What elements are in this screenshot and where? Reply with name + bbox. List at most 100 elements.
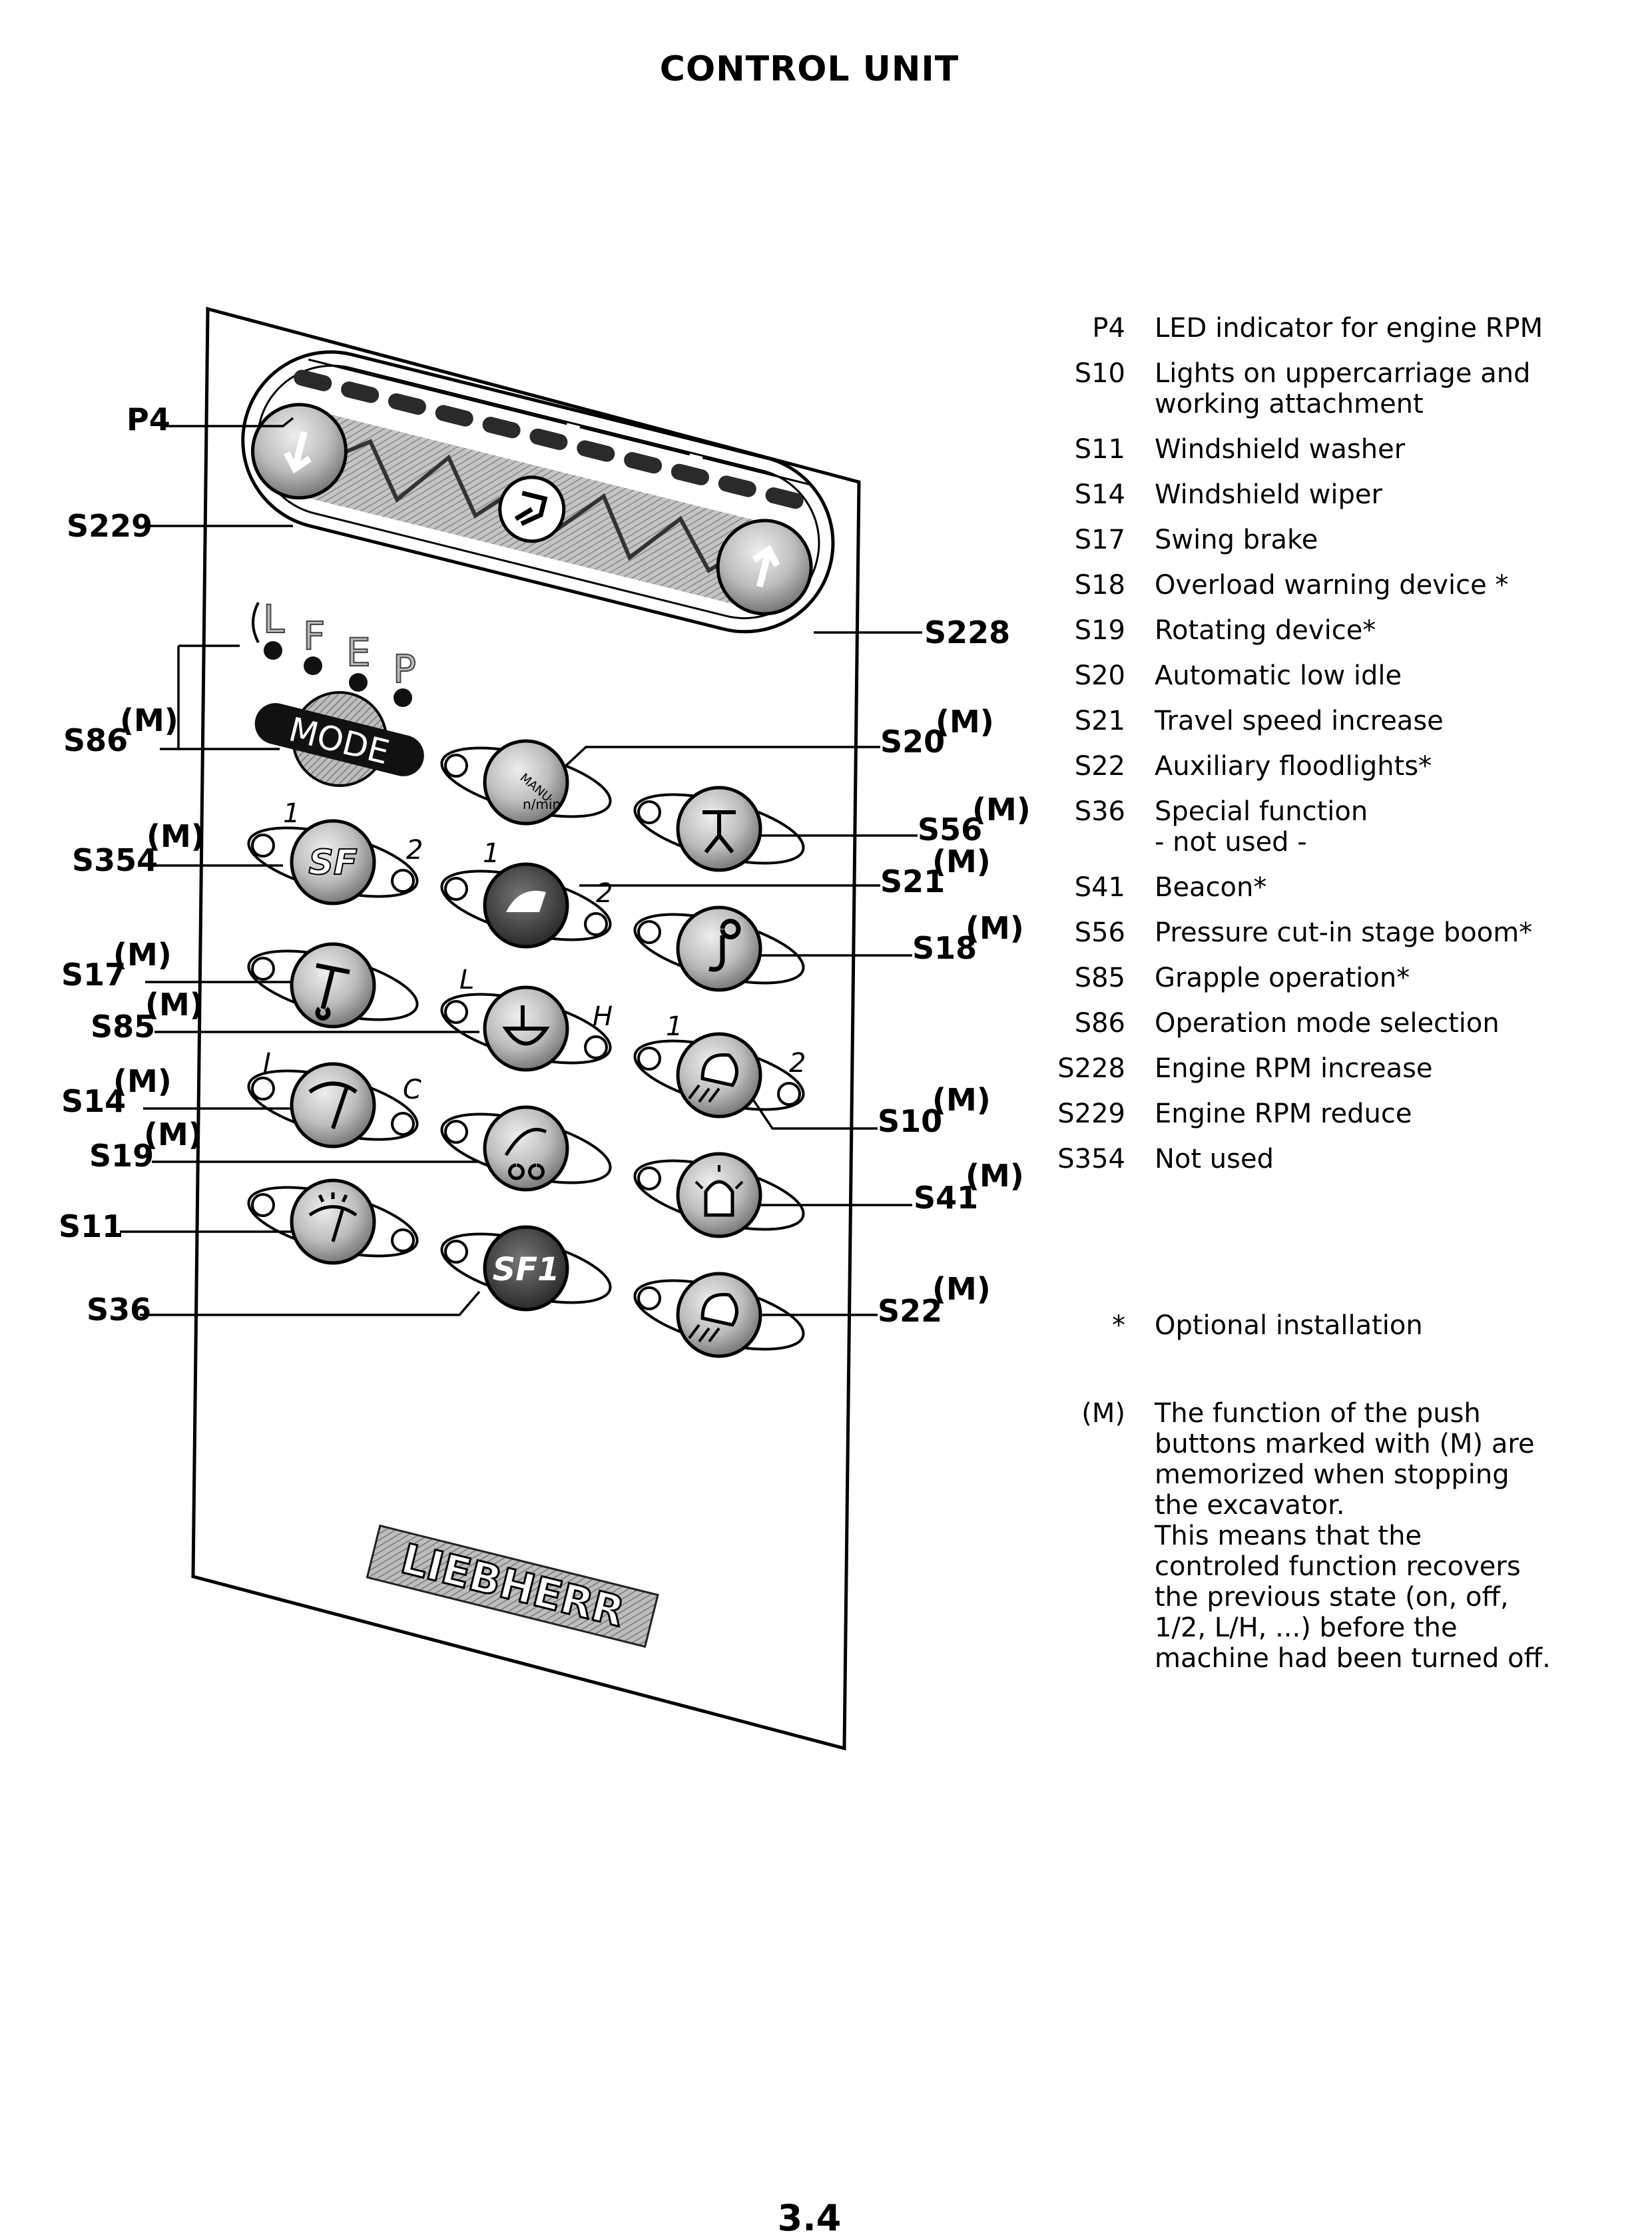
legend-desc: Special function bbox=[1155, 796, 1368, 827]
svg-text:2: 2 bbox=[596, 878, 613, 909]
button-floodlights bbox=[633, 1272, 805, 1358]
button-beacon bbox=[633, 1152, 805, 1238]
button-pressure-cut-in bbox=[633, 786, 805, 872]
callout-s19: S19 bbox=[89, 1138, 154, 1174]
callout-s86: S86 bbox=[63, 722, 128, 758]
button-work-lights: 1 2 bbox=[633, 1011, 806, 1119]
callout-s21-memo: (M) bbox=[932, 844, 991, 879]
legend-code: S20 bbox=[1074, 660, 1125, 691]
callout-s20: S20 bbox=[880, 724, 945, 760]
callout-s354: S354 bbox=[72, 842, 158, 878]
callout-s354-memo: (M) bbox=[146, 818, 205, 854]
button-windshield-wiper: I C bbox=[247, 1048, 421, 1148]
callout-s20-memo: (M) bbox=[936, 704, 994, 740]
engine-rpm-icon bbox=[498, 475, 566, 543]
svg-text:C: C bbox=[403, 1075, 421, 1105]
button-rotating-device bbox=[440, 1105, 612, 1192]
legend-desc: Travel speed increase bbox=[1155, 706, 1444, 736]
callout-s21: S21 bbox=[880, 864, 945, 899]
callout-s85-memo: (M) bbox=[145, 987, 204, 1023]
legend-code: S228 bbox=[1057, 1053, 1125, 1084]
callout-s18: S18 bbox=[912, 930, 977, 966]
legend-code: S10 bbox=[1074, 358, 1125, 389]
legend-row: S22 Auxiliary floodlights* bbox=[1025, 751, 1558, 782]
led-display bbox=[241, 350, 835, 634]
note-optional-symbol: * bbox=[1112, 1310, 1125, 1341]
legend-code: S354 bbox=[1057, 1144, 1125, 1174]
button-overload-warning bbox=[633, 905, 805, 992]
callout-s18-memo: (M) bbox=[965, 910, 1024, 946]
callout-s229: S229 bbox=[67, 508, 152, 544]
page-number: 3.4 bbox=[777, 2197, 842, 2239]
legend-code: S41 bbox=[1074, 872, 1125, 903]
legend-desc: Not used bbox=[1155, 1144, 1274, 1174]
callout-s14-memo: (M) bbox=[113, 1063, 172, 1099]
callout-s17: S17 bbox=[61, 957, 126, 993]
legend-desc: Windshield washer bbox=[1155, 434, 1406, 465]
legend-desc: Engine RPM reduce bbox=[1155, 1099, 1412, 1129]
legend-row: S10 Lights on uppercarriage and working a… bbox=[1025, 358, 1558, 419]
callout-s22: S22 bbox=[878, 1293, 942, 1329]
legend-desc: Auxiliary floodlights* bbox=[1155, 751, 1432, 782]
mode-letter-p: P bbox=[393, 646, 416, 692]
legend-row: S86 Operation mode selection bbox=[1025, 1008, 1558, 1039]
page-title: CONTROL UNIT bbox=[659, 49, 960, 89]
legend-code: S22 bbox=[1074, 751, 1125, 782]
rpm-increase-button bbox=[716, 519, 813, 616]
legend-code: S17 bbox=[1074, 525, 1125, 555]
callout-s86-memo: (M) bbox=[120, 702, 178, 738]
callout-s41-memo: (M) bbox=[965, 1158, 1024, 1194]
legend-desc-sub: - not used - bbox=[1155, 827, 1307, 858]
svg-text:H: H bbox=[593, 1001, 613, 1032]
mode-letter-e: E bbox=[346, 630, 371, 675]
callout-s56-memo: (M) bbox=[972, 792, 1031, 828]
legend-desc: Swing brake bbox=[1155, 525, 1318, 555]
callout-s56: S56 bbox=[918, 812, 982, 848]
svg-text:2: 2 bbox=[789, 1048, 806, 1079]
legend-desc: Engine RPM increase bbox=[1155, 1053, 1433, 1084]
svg-text:1: 1 bbox=[483, 838, 499, 869]
legend-code: S36 bbox=[1074, 796, 1125, 827]
button-grapple: L H bbox=[440, 965, 613, 1072]
button-travel-speed: 1 2 bbox=[440, 838, 613, 949]
callout-s41: S41 bbox=[914, 1180, 978, 1216]
callout-s228: S228 bbox=[924, 615, 1010, 650]
legend-desc: Operation mode selection bbox=[1155, 1008, 1500, 1039]
svg-text:2: 2 bbox=[406, 835, 423, 866]
callout-s85: S85 bbox=[91, 1009, 155, 1045]
legend-code: S11 bbox=[1074, 434, 1125, 465]
mode-indicators: L F E P bbox=[252, 596, 417, 707]
legend-row: S17 Swing brake bbox=[1025, 525, 1558, 555]
legend-row: S228 Engine RPM increase bbox=[1025, 1053, 1558, 1084]
mode-button: MODE bbox=[254, 691, 424, 787]
svg-text:1: 1 bbox=[283, 798, 300, 829]
button-sf: SF 1 2 bbox=[247, 798, 423, 905]
note-memorized-symbol: (M) bbox=[1081, 1398, 1125, 1429]
legend-desc: Lights on uppercarriage and working atta… bbox=[1155, 358, 1531, 419]
legend-code: S86 bbox=[1074, 1008, 1125, 1039]
svg-text:L: L bbox=[459, 965, 474, 995]
legend-desc: Rotating device* bbox=[1155, 615, 1376, 646]
svg-text:I: I bbox=[263, 1048, 271, 1079]
legend-row: S11 Windshield washer bbox=[1025, 434, 1558, 465]
svg-text:1: 1 bbox=[666, 1011, 683, 1042]
mode-letter-f: F bbox=[303, 613, 325, 658]
callout-s22-memo: (M) bbox=[932, 1271, 991, 1307]
callout-s11: S11 bbox=[59, 1208, 123, 1244]
callout-s10-memo: (M) bbox=[932, 1082, 991, 1118]
legend-desc: Overload warning device * bbox=[1155, 570, 1509, 601]
note-memorized-text: The function of the push buttons marked … bbox=[1155, 1398, 1551, 1674]
callout-s36: S36 bbox=[87, 1292, 151, 1328]
legend-desc: LED indicator for engine RPM bbox=[1155, 313, 1543, 344]
button-swing-brake bbox=[247, 942, 419, 1029]
